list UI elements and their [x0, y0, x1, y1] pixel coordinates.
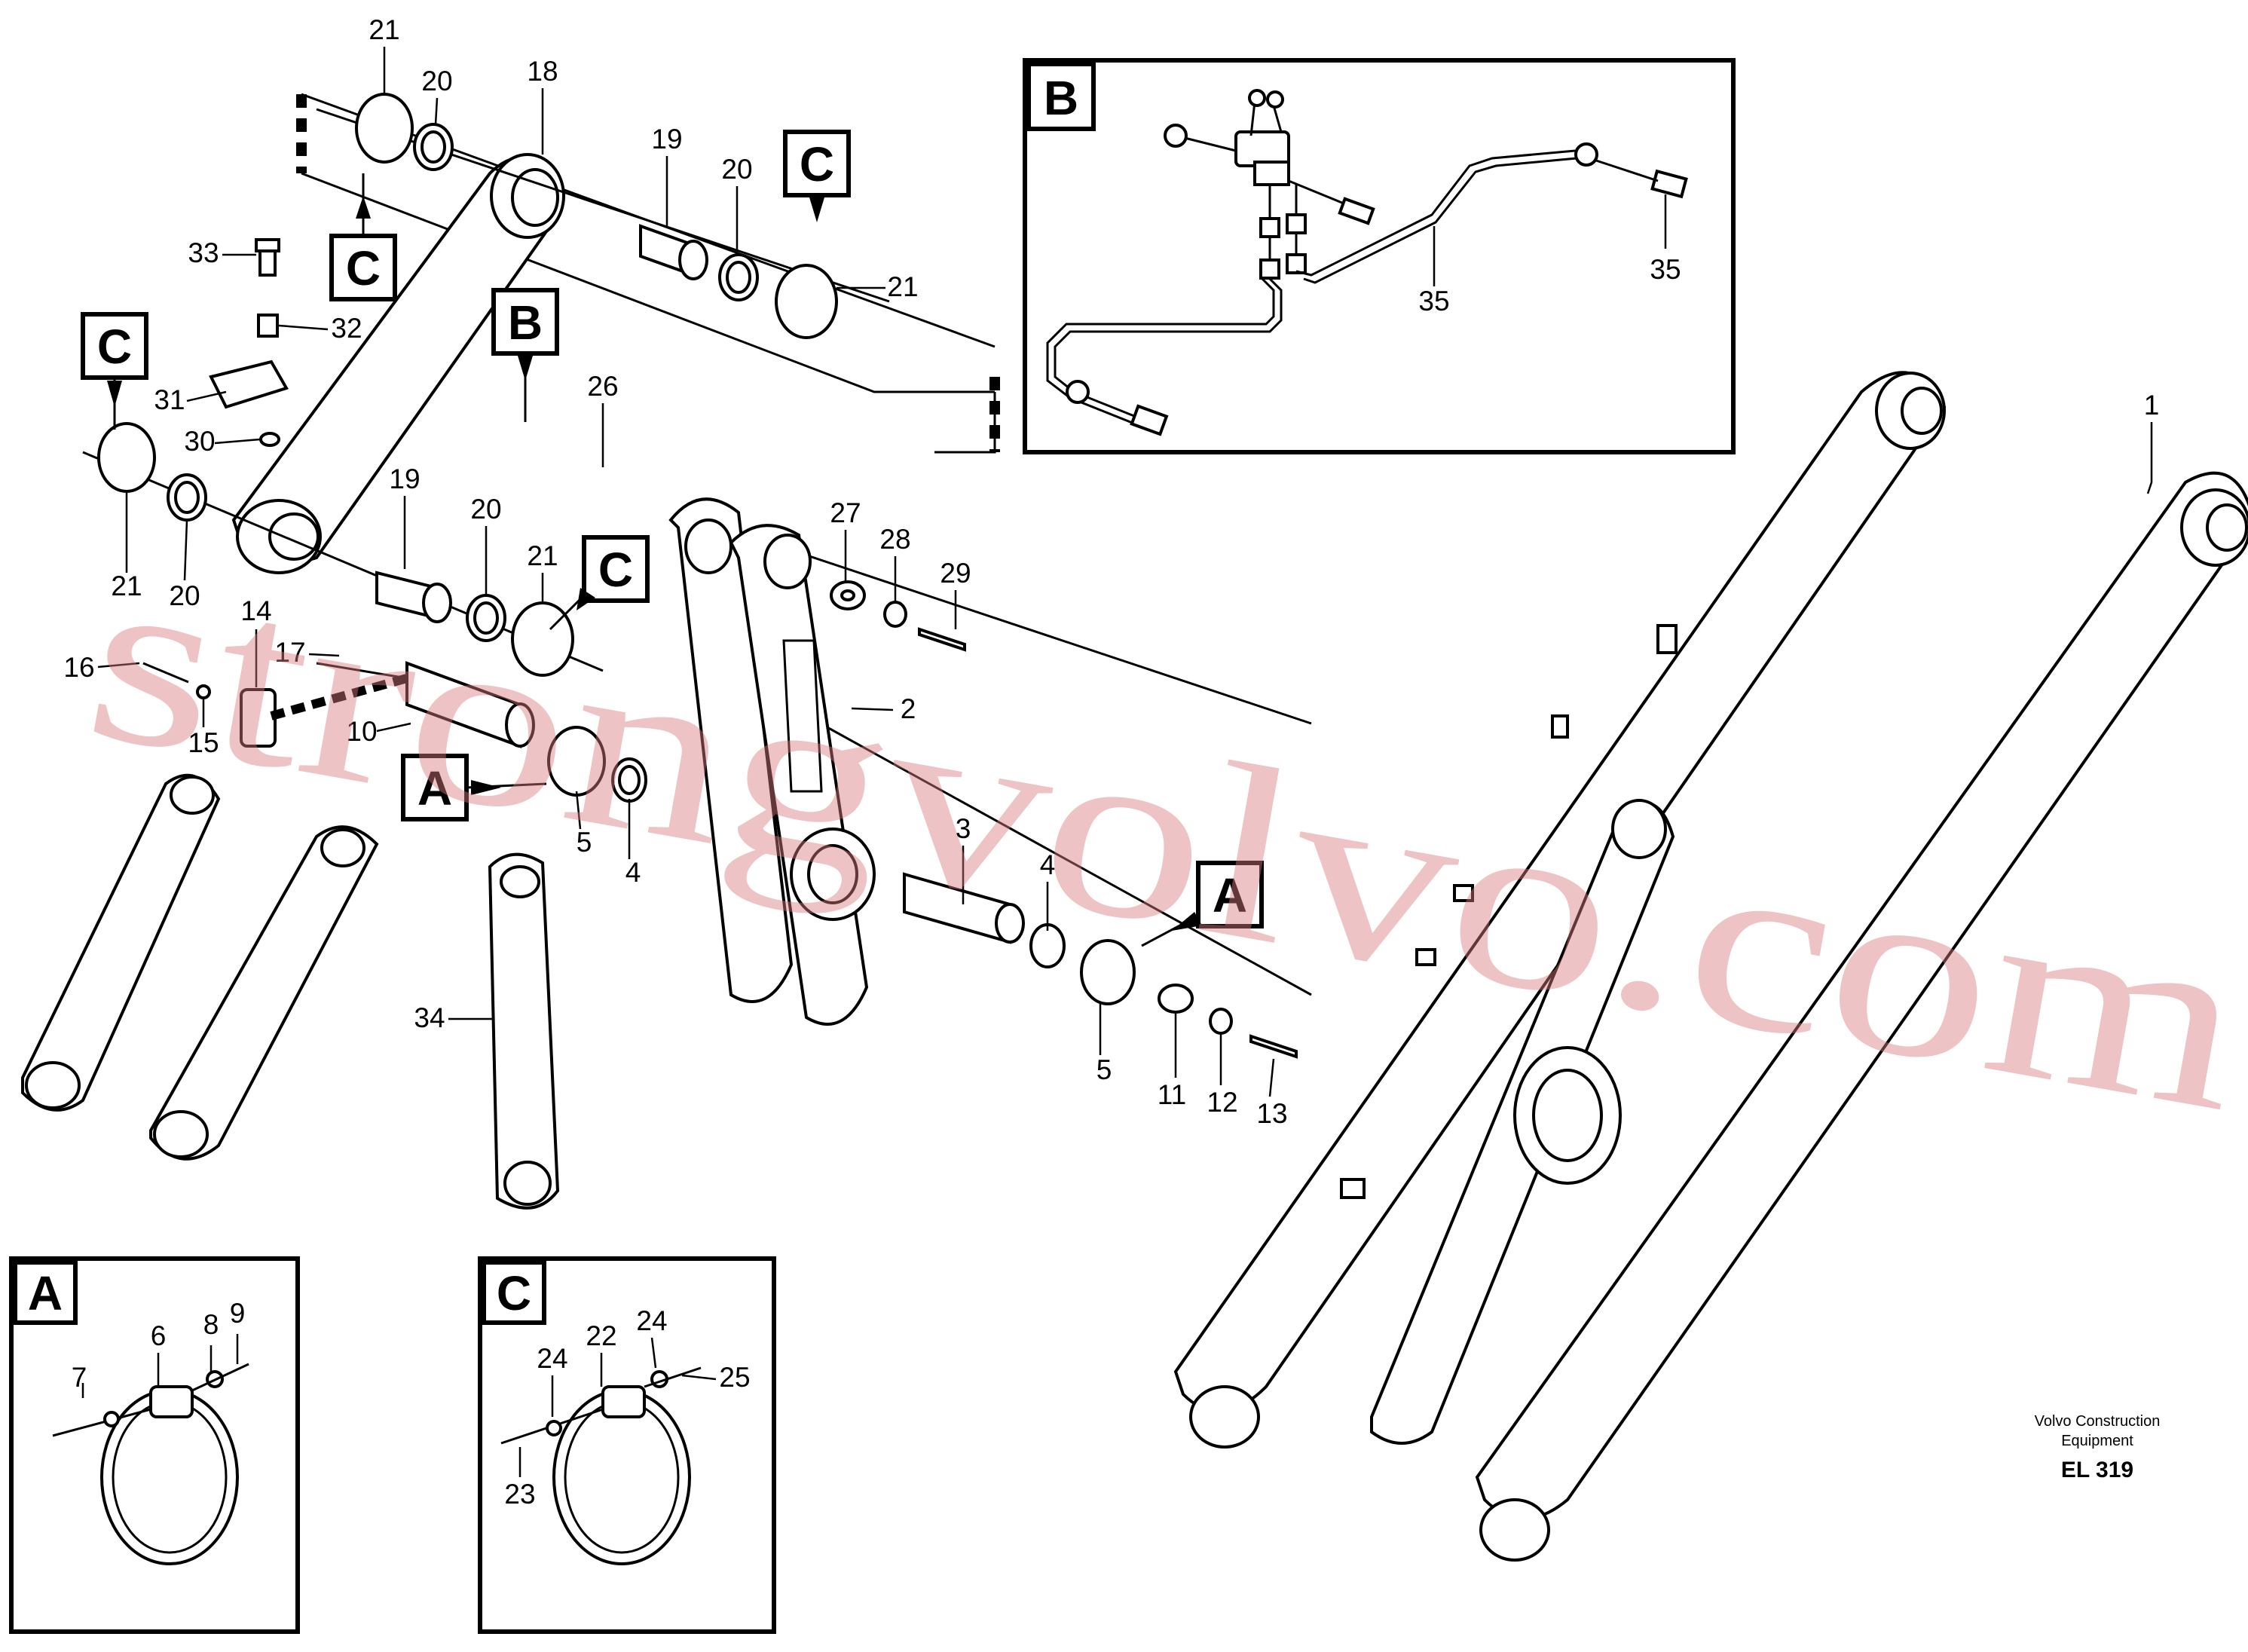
label-19-lower: 19 [389, 463, 420, 494]
label-35-pipe: 35 [1418, 286, 1449, 317]
svg-text:B: B [508, 295, 543, 350]
label-4-right: 4 [1040, 849, 1056, 880]
label-17: 17 [274, 637, 305, 668]
detail-box-a-letter: A [28, 1266, 63, 1320]
label-32: 32 [331, 313, 362, 344]
lower-pins-and-bushings [142, 571, 647, 803]
label-31: 31 [154, 384, 185, 415]
detail-box-c-letter: C [497, 1266, 531, 1320]
figure-code: EL 319 [2061, 1458, 2133, 1482]
label-12: 12 [1207, 1087, 1237, 1118]
detail-box-a: A [9, 1256, 300, 1634]
label-21-top: 21 [369, 14, 399, 45]
svg-text:C: C [346, 241, 381, 295]
bell-crank-2 [668, 497, 876, 1026]
right-washers-upper [830, 580, 966, 652]
callout-c-left: C [81, 312, 148, 430]
detail-box-b-letter: B [1044, 71, 1078, 125]
label-21-right: 21 [887, 271, 918, 302]
label-20-middle: 20 [721, 154, 752, 185]
label-5-right: 5 [1096, 1054, 1112, 1085]
svg-text:C: C [598, 543, 633, 597]
svg-text:C: C [800, 137, 834, 191]
label-30: 30 [184, 426, 215, 457]
label-10: 10 [346, 716, 377, 747]
left-lower-links [21, 773, 560, 1210]
label-24-right: 24 [636, 1305, 667, 1336]
label-25: 25 [719, 1362, 750, 1393]
grease-pipe-left [1046, 277, 1283, 436]
label-3: 3 [956, 813, 971, 844]
label-2: 2 [901, 693, 916, 724]
label-5-left: 5 [577, 827, 592, 858]
upper-link-18 [231, 93, 996, 574]
label-34: 34 [414, 1002, 445, 1033]
label-28: 28 [879, 524, 910, 555]
callout-a-right: A [1141, 861, 1264, 947]
publisher-block: Volvo Construction Equipment EL 319 [2035, 1413, 2161, 1482]
publisher-line-1: Volvo Construction [2035, 1413, 2161, 1430]
callout-a-left: A [401, 754, 547, 821]
label-27: 27 [830, 497, 861, 528]
label-4-left: 4 [625, 857, 641, 888]
label-20-top: 20 [421, 66, 452, 96]
label-9: 9 [230, 1298, 246, 1329]
label-20-lower: 20 [470, 494, 501, 525]
label-8: 8 [203, 1309, 219, 1340]
label-35-fitting: 35 [1650, 254, 1681, 285]
label-19-top: 19 [651, 124, 682, 154]
label-13: 13 [1256, 1098, 1287, 1129]
watermark-text: strongvolvo.com [71, 515, 2248, 1164]
publisher-line-2: Equipment [2061, 1433, 2133, 1449]
part-number-labels: 1 2 3 4 4 5 5 6 7 8 9 10 11 12 13 14 15 … [63, 14, 2159, 1510]
label-20-left: 20 [169, 580, 200, 611]
grease-pipe-right [1295, 142, 1688, 284]
tube-end-marks [296, 94, 1000, 452]
detail-box-c: C [478, 1256, 776, 1634]
upper-bushings [355, 93, 838, 339]
label-22: 22 [586, 1320, 616, 1351]
label-7: 7 [72, 1362, 87, 1393]
svg-text:A: A [1213, 868, 1247, 922]
callout-b: B [491, 288, 559, 422]
label-15: 15 [188, 727, 219, 758]
callout-c-top-left: C [329, 173, 397, 301]
label-33: 33 [188, 237, 219, 268]
label-21-left: 21 [111, 571, 142, 601]
label-26: 26 [587, 371, 618, 402]
label-21-lower: 21 [527, 540, 558, 571]
lubrication-bracket-parts [97, 238, 289, 522]
label-16: 16 [63, 652, 94, 683]
callout-c-middle: C [549, 535, 650, 631]
label-1: 1 [2144, 390, 2160, 421]
label-6: 6 [151, 1320, 167, 1351]
detail-box-b: B [1023, 58, 1736, 454]
lubrication-manifold [1164, 89, 1375, 280]
svg-text:A: A [417, 761, 452, 815]
label-23: 23 [504, 1479, 535, 1510]
callout-c-top: C [783, 130, 851, 222]
svg-text:C: C [97, 320, 132, 374]
right-pin-and-washers-lower [903, 872, 1298, 1059]
label-24-left: 24 [537, 1343, 567, 1374]
label-14: 14 [240, 595, 271, 626]
label-18: 18 [527, 56, 558, 87]
label-29: 29 [940, 558, 971, 589]
lift-arm-1 [1173, 371, 2248, 1562]
label-11: 11 [1158, 1079, 1186, 1110]
